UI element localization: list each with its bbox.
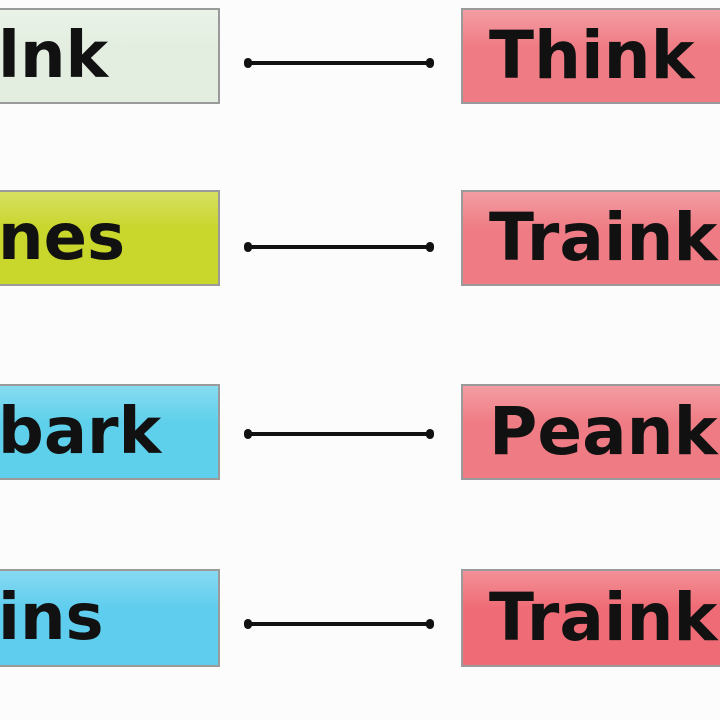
left-word-2: nes <box>0 201 126 275</box>
left-word-box-3[interactable]: bark <box>0 384 220 480</box>
connector-line-2 <box>244 242 434 252</box>
right-word-box-4[interactable]: Traink <box>461 569 720 667</box>
right-word-2: Traink <box>489 199 718 276</box>
right-word-box-3[interactable]: Peank <box>461 384 720 480</box>
left-word-box-2[interactable]: nes <box>0 190 220 286</box>
right-word-3: Peank <box>489 393 718 470</box>
connector-line-3 <box>244 429 434 439</box>
left-word-1: lnk <box>0 19 109 93</box>
right-word-box-1[interactable]: Think <box>461 8 720 104</box>
right-word-box-2[interactable]: Traink <box>461 190 720 286</box>
left-word-4: ins <box>0 581 104 655</box>
left-word-3: bark <box>0 395 162 469</box>
left-word-box-1[interactable]: lnk <box>0 8 220 104</box>
connector-line-1 <box>244 58 434 68</box>
connector-line-4 <box>244 619 434 629</box>
right-word-1: Think <box>489 17 695 94</box>
left-word-box-4[interactable]: ins <box>0 569 220 667</box>
right-word-4: Traink <box>489 579 718 656</box>
